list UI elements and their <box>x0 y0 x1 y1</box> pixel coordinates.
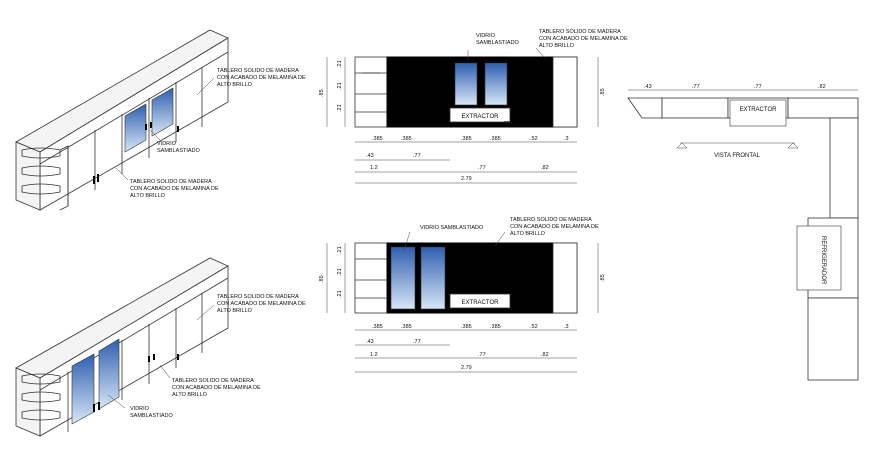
dim-row1-5: .52 <box>530 324 538 330</box>
refrigerator <box>796 225 842 291</box>
dim-row1-2: .385 <box>401 136 412 142</box>
plan-bottom-cabinet <box>807 297 859 381</box>
dim-left-2: .21 <box>337 268 343 276</box>
label-tablero-bottom: TABLERO SOLIDO DE MADERA <box>130 179 212 185</box>
label-tablero-right: TABLERO SOLIDO DE MADERA <box>217 294 299 300</box>
plan-side-cabinet <box>829 117 859 219</box>
label-tablero-mid: TABLERO SOLIDO DE MADERA <box>172 378 254 384</box>
extractor-box <box>449 107 511 123</box>
glass-panel <box>484 62 508 106</box>
plan-extractor-box <box>729 99 787 127</box>
dim-row2-1: .43 <box>366 153 374 159</box>
dim-height-right: .85 <box>600 88 606 96</box>
right-panel <box>552 56 578 128</box>
dim-row1-6: .3 <box>564 324 569 330</box>
dim-height-left: .85 <box>319 275 325 283</box>
glass-panel <box>420 246 446 310</box>
isometric-view-bottom: TABLERO SOLIDO DE MADERA CON ACABADO DE … <box>15 257 306 437</box>
label-vidrio-line2: SAMBLASTIADO <box>130 413 174 419</box>
plan-view: .43 .77 .77 .82 EXTRACTOR VISTA FRONTAL … <box>627 84 859 381</box>
label-tablero-right-line2: CON ACABADO DE MELAMINA DE <box>217 301 306 307</box>
label-vidrio-line2: SAMBLASTIADO <box>157 148 201 154</box>
label-tablero-mid-line3: ALTO BRILLO <box>172 392 208 398</box>
dim-left-1: .21 <box>337 246 343 254</box>
glass-door <box>98 338 120 410</box>
label-tablero-bottom-line2: CON ACABADO DE MELAMINA DE <box>130 186 219 192</box>
dim-row1-3: .385 <box>461 136 472 142</box>
dim-total: 2.79 <box>461 365 472 371</box>
small-dim: .35 <box>502 121 510 127</box>
label-tablero-line3: ALTO BRILLO <box>539 43 575 49</box>
dim-plan-4: .82 <box>818 84 826 90</box>
dim-plan-3: .77 <box>754 84 762 90</box>
label-tablero-right-line3: ALTO BRILLO <box>217 308 253 314</box>
label-vidrio: VIDRIO <box>157 141 177 147</box>
leader-line <box>149 129 161 141</box>
dim-left-1: .21 <box>337 60 343 68</box>
dim-height-left: .85 <box>319 89 325 97</box>
elevation-view-bottom: EXTRACTOR .21 .21 .21 .85 .85 .385 .385 … <box>319 217 606 373</box>
plan-extractor-label: EXTRACTOR <box>740 107 778 113</box>
elevation-view-top: EXTRACTOR .35 .21 .21 .21 .85 .85 .385 .… <box>319 29 628 184</box>
isometric-view-top: TABLERO SOLIDO DE MADERA CON ACABADO DE … <box>15 29 306 211</box>
dim-plan-2: .77 <box>692 84 700 90</box>
vista-frontal-label: VISTA FRONTAL <box>714 153 760 159</box>
dim-left-2: .21 <box>337 82 343 90</box>
dim-row1-3: .385 <box>461 324 472 330</box>
dim-row1-1: .385 <box>372 324 383 330</box>
dim-row3-1: 1.2 <box>370 352 378 358</box>
label-vidrio-line2: SAMBLASTIADO <box>476 40 520 46</box>
label-tablero-right-line3: ALTO BRILLO <box>217 82 253 88</box>
dim-row1-1: .385 <box>372 136 383 142</box>
dim-left-3: .21 <box>337 104 343 112</box>
label-vidrio: VIDRIO SAMBLASTIADO <box>420 225 484 231</box>
dim-row1-2: .385 <box>401 324 412 330</box>
door-handles <box>93 122 179 184</box>
leader-line <box>115 167 129 181</box>
dim-row3-2: .77 <box>478 165 486 171</box>
label-tablero: TABLERO SOLIDO DE MADERA <box>510 217 592 223</box>
dim-row2-2: .77 <box>413 153 421 159</box>
label-tablero: TABLERO SOLIDO DE MADERA <box>539 29 621 35</box>
dim-row3-2: .77 <box>478 352 486 358</box>
label-tablero-bottom-line3: ALTO BRILLO <box>130 193 166 199</box>
extractor-label: EXTRACTOR <box>462 114 500 120</box>
dim-height-right: .85 <box>600 274 606 282</box>
dim-total: 2.79 <box>461 176 472 182</box>
plan-corner-cabinet <box>627 97 663 119</box>
dim-row3-1: 1.2 <box>370 165 378 171</box>
extractor-label: EXTRACTOR <box>462 300 500 306</box>
dim-row1-6: .3 <box>564 136 569 142</box>
dim-row3-3: .82 <box>541 352 549 358</box>
glass-panel <box>390 246 416 310</box>
label-tablero-line2: CON ACABADO DE MELAMINA DE <box>539 36 628 42</box>
dim-plan-1: .43 <box>644 84 652 90</box>
label-tablero-right-line2: CON ACABADO DE MELAMINA DE <box>217 75 306 81</box>
plan-cabinet <box>787 97 859 119</box>
label-vidrio: VIDRIO <box>476 33 496 39</box>
dim-row1-4: .385 <box>490 324 501 330</box>
label-tablero-line3: ALTO BRILLO <box>510 231 546 237</box>
dim-left-3: .21 <box>337 290 343 298</box>
refrigerador-label: REFRIGERADOR <box>820 236 826 285</box>
label-tablero-right: TABLERO SOLIDO DE MADERA <box>217 68 299 74</box>
glass-door <box>71 353 95 425</box>
dim-row1-4: .385 <box>490 136 501 142</box>
dim-row2-1: .43 <box>366 339 374 345</box>
leader-line <box>196 77 215 96</box>
label-tablero-mid-line2: CON ACABADO DE MELAMINA DE <box>172 385 261 391</box>
glass-door <box>124 103 147 153</box>
dim-row1-5: .52 <box>530 136 538 142</box>
dim-row3-3: .82 <box>541 165 549 171</box>
label-vidrio: VIDRIO <box>130 406 150 412</box>
glass-panel <box>454 62 478 106</box>
plan-cabinet <box>661 97 729 119</box>
label-tablero-line2: CON ACABADO DE MELAMINA DE <box>510 224 599 230</box>
dim-row2-2: .77 <box>413 339 421 345</box>
